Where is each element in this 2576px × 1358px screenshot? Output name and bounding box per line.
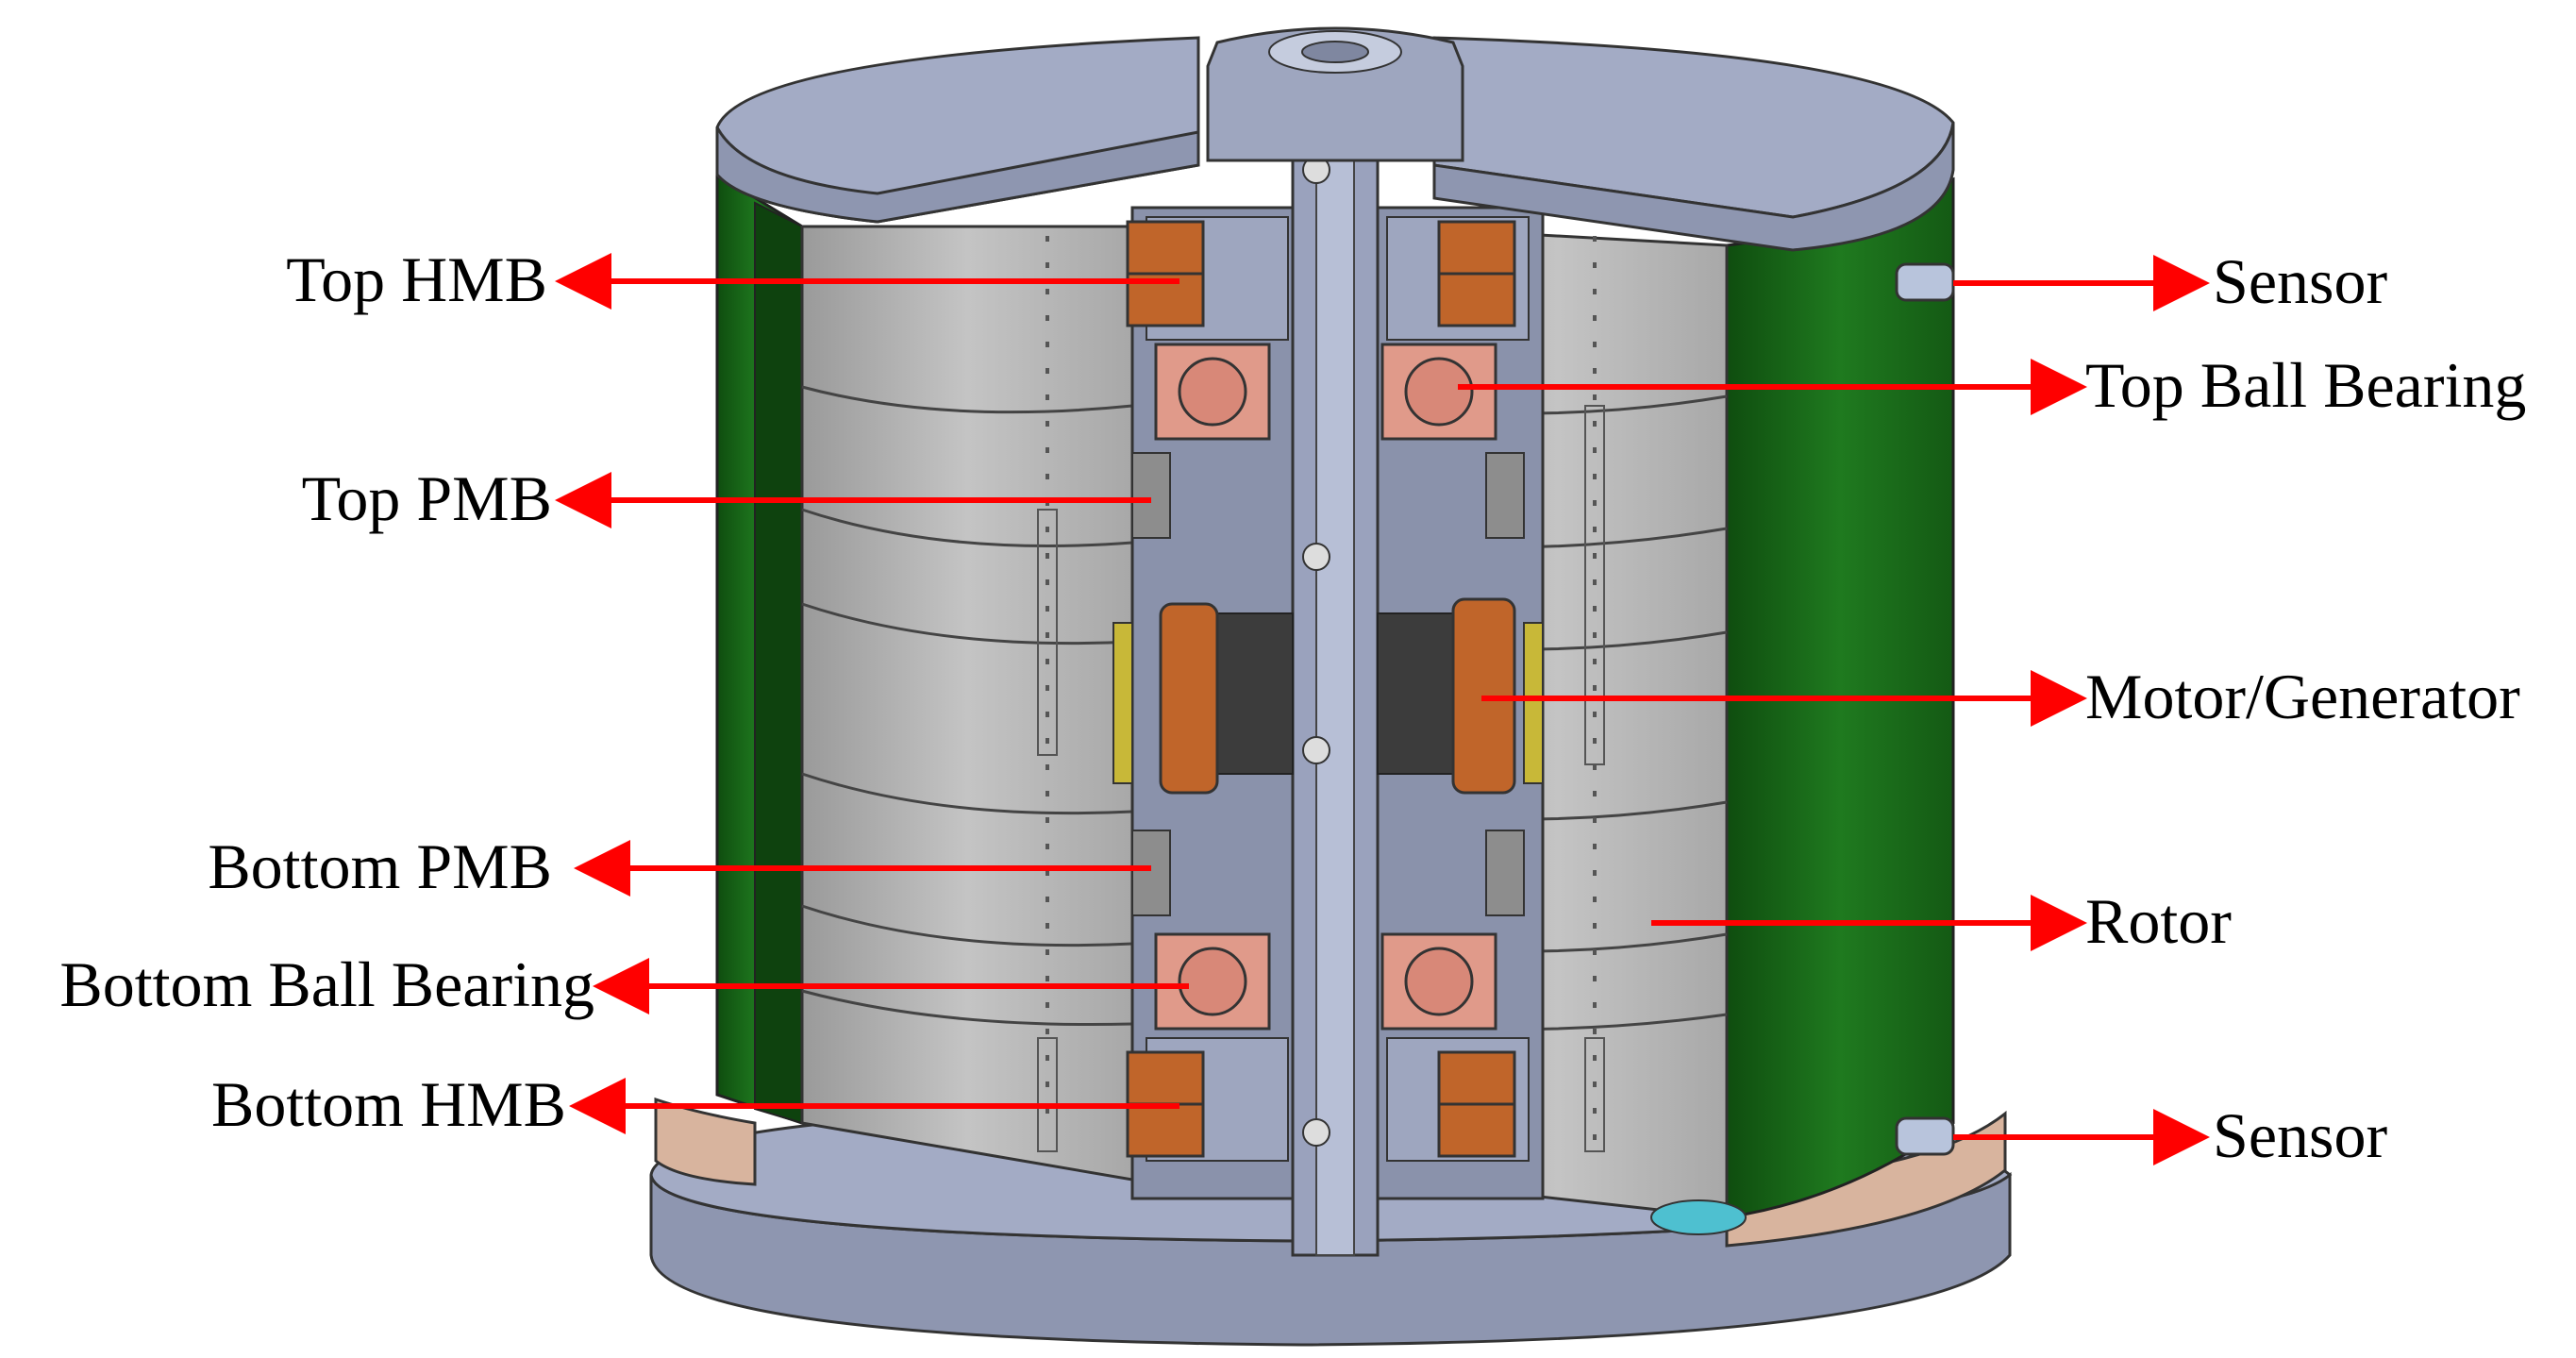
coolant-port	[1650, 1199, 1747, 1235]
label-bottom-ball-bearing: Bottom Ball Bearing	[59, 948, 594, 1020]
motor-coil-left	[1159, 602, 1219, 795]
top-pmb-left	[1131, 452, 1171, 539]
central-shaft	[1291, 55, 1380, 1257]
sensors	[1895, 262, 1955, 1156]
label-top-hmb: Top HMB	[286, 243, 547, 315]
label-top-ball-bearing: Top Ball Bearing	[2085, 349, 2527, 421]
label-rotor: Rotor	[2085, 885, 2232, 957]
outer-shell-left	[715, 172, 804, 1126]
leader-arrows	[555, 253, 2210, 1165]
sensor-bottom-body	[1895, 1116, 1955, 1156]
components-left	[1112, 220, 1294, 1158]
label-top-pmb: Top PMB	[301, 462, 552, 534]
label-sensor-top: Sensor	[2213, 245, 2388, 317]
stator-left	[1207, 612, 1294, 775]
bottom-pmb-left	[1131, 830, 1171, 916]
sensor-top-body	[1895, 262, 1955, 302]
rotor-left	[800, 225, 1134, 1182]
label-bottom-pmb: Bottom PMB	[208, 830, 552, 902]
label-bottom-hmb: Bottom HMB	[211, 1068, 566, 1140]
top-pmb-right	[1485, 452, 1525, 539]
label-sensor-bottom: Sensor	[2213, 1099, 2388, 1171]
label-motor-generator: Motor/Generator	[2085, 661, 2520, 732]
top-hub	[1206, 26, 1464, 162]
bottom-pmb-right	[1485, 830, 1525, 916]
top-plate	[715, 26, 1955, 252]
stator-right	[1377, 612, 1464, 775]
